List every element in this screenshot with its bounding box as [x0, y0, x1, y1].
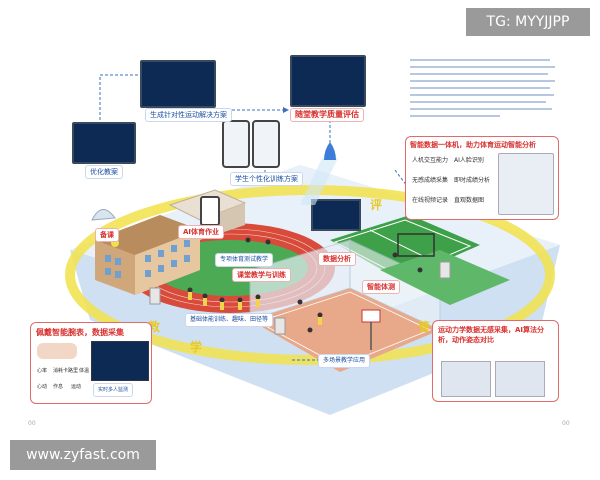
- smart-machine-title: 智能数据一体机，助力体育运动智能分析: [410, 141, 536, 149]
- label-multi-teaching: 多场景教学应用: [318, 354, 371, 368]
- ring-char-manage: 管: [418, 320, 431, 334]
- label-basic-training: 基础体能训练、趣味、田径等: [185, 313, 274, 327]
- smart-machine-panel: 智能数据一体机，助力体育运动智能分析 人机交互能力 AI人脸识别 无感成绩采集 …: [405, 136, 559, 220]
- feature-item: 即时成绩分析: [454, 177, 491, 184]
- feature-item: 直观数据图: [454, 197, 485, 204]
- motion-panel: 运动力学数据无感采集，AI算法分析，动作姿态对比: [432, 320, 559, 402]
- watch-icon: [37, 343, 77, 359]
- ring-char-assess: 评: [370, 198, 383, 212]
- feature-item: AI人脸识别: [454, 157, 484, 164]
- page-number-left: 00: [28, 420, 36, 427]
- phone-screen-1: [222, 120, 250, 168]
- monitor-screen: [91, 341, 149, 381]
- motion-photo-1: [441, 361, 491, 397]
- wristband-title: 佩戴智能腕表，数据采集: [36, 328, 124, 337]
- intro-text-block: [408, 55, 558, 123]
- analysis-screen: [311, 199, 361, 231]
- label-solution: 生成针对性运动解决方案: [145, 108, 232, 122]
- tablet-device: [200, 196, 220, 226]
- machine-screen: [498, 153, 554, 215]
- label-prep: 备课: [95, 228, 119, 242]
- ring-char-learn: 学: [190, 340, 203, 354]
- feature-item: 人机交互能力: [412, 157, 449, 164]
- motion-title: 运动力学数据无感采集，AI算法分析，动作姿态对比: [438, 326, 545, 344]
- label-optimize: 优化教案: [85, 165, 123, 179]
- feature-item: 在线视频记录: [412, 197, 449, 204]
- metric-rest: 作息: [53, 384, 64, 390]
- metric-temp: 体温: [79, 368, 90, 374]
- label-data-analysis: 数据分析: [318, 252, 356, 266]
- label-personal-training: 学生个性化训练方案: [230, 172, 303, 186]
- label-ai-homework: AI体育作业: [178, 225, 225, 239]
- phone-screen-2: [252, 120, 280, 168]
- watermark-top: TG: MYYJJPP: [466, 8, 590, 36]
- dashboard-screen-1: [140, 60, 216, 108]
- realtime-badge: 实时多人监测: [93, 383, 134, 397]
- metric-calorie: 消耗卡路里: [53, 368, 79, 374]
- label-smart-test: 智能体测: [362, 280, 400, 294]
- label-teaching: 课堂教学与训练: [232, 268, 291, 282]
- motion-photo-2: [495, 361, 545, 397]
- label-exam-scene: 专项体育测试教学: [215, 253, 274, 267]
- feature-item: 无感成绩采集: [412, 177, 449, 184]
- label-quality: 随堂教学质量评估: [290, 108, 364, 122]
- rocket-icon: [324, 142, 336, 160]
- page-number-right: 00: [562, 420, 570, 427]
- metric-heart: 心率: [37, 368, 48, 374]
- metric-sport: 运动: [71, 384, 82, 390]
- dashboard-screen-3: [72, 122, 136, 164]
- test-machine: [149, 287, 161, 305]
- metric-pulse: 心动: [37, 384, 48, 390]
- watermark-bottom: www.zyfast.com: [10, 440, 156, 470]
- wristband-panel: 佩戴智能腕表，数据采集 心率 消耗卡路里 体温 心动 作息 运动 实时多人监测: [30, 322, 152, 404]
- dashboard-screen-2: [290, 55, 366, 107]
